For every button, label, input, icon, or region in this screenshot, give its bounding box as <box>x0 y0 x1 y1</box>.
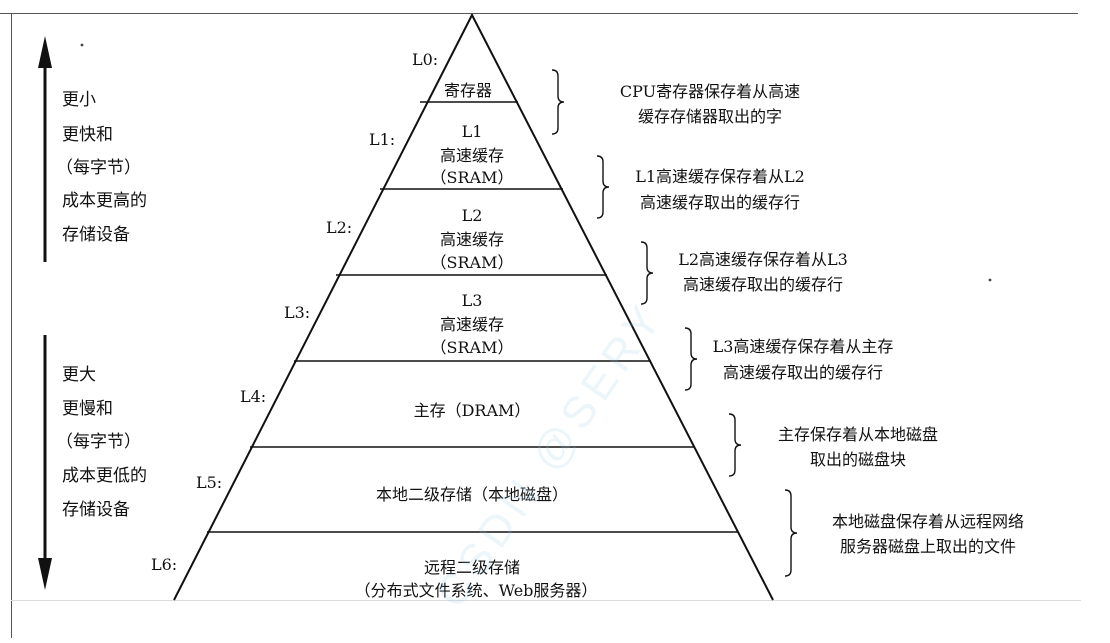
level-0-name: 寄存器 <box>444 81 492 100</box>
axis-top-label-3: 成本更高的 <box>62 191 147 211</box>
level-6-name: 远程二级存储 <box>424 558 520 577</box>
level-2-desc-line2: 高速缓存取出的缓存行 <box>683 275 843 294</box>
pyramid <box>173 12 774 601</box>
level-3-title: L3 <box>462 291 483 310</box>
level-1-title: L1 <box>462 122 483 141</box>
level-1-desc-line1: L1高速缓存保存着从L2 <box>635 167 805 186</box>
up-arrow-head <box>38 36 52 68</box>
axis-bottom-label-1: 更慢和 <box>62 398 113 419</box>
axis-arrows <box>38 36 992 590</box>
brace-3 <box>684 327 698 391</box>
level-2-desc-line1: L2高速缓存保存着从L3 <box>678 250 848 269</box>
level-0-desc-line1: CPU寄存器保存着从高速 <box>620 82 800 101</box>
level-id-2: L2: <box>326 218 352 237</box>
axis-top-label-4: 存储设备 <box>62 225 130 245</box>
level-3-desc-line1: L3高速缓存保存着从主存 <box>713 337 894 356</box>
level-contents: 寄存器 L1 高速缓存 （SRAM） L2 高速缓存 （SRAM） L3 高速缓… <box>355 81 598 600</box>
level-id-0: L0: <box>412 50 438 69</box>
pyramid-outline <box>173 12 774 601</box>
level-5-desc-line1: 本地磁盘保存着从远程网络 <box>832 512 1024 531</box>
braces <box>551 69 798 577</box>
level-5-name: 本地二级存储（本地磁盘） <box>376 485 568 504</box>
level-2-type: 高速缓存 <box>440 230 504 249</box>
frame-bottom-border <box>11 600 1081 601</box>
speck-dot <box>988 278 992 282</box>
level-1-type: 高速缓存 <box>440 146 504 165</box>
level-3-desc-line2: 高速缓存取出的缓存行 <box>723 363 883 382</box>
axis-bottom-label-0: 更大 <box>62 365 96 385</box>
axis-top-label-0: 更小 <box>62 90 96 110</box>
axis-labels: 更小 更快和 （每字节） 成本更高的 存储设备 更大 更慢和 （每字节） 成本更… <box>56 90 147 520</box>
axis-top-label-2: （每字节） <box>56 158 141 178</box>
level-2-tech: （SRAM） <box>431 253 514 272</box>
level-4-desc-line2: 取出的磁盘块 <box>810 450 906 469</box>
brace-2 <box>640 241 654 305</box>
level-id-4: L4: <box>240 387 266 406</box>
level-id-5: L5: <box>196 473 222 492</box>
level-0-desc-line2: 缓存存储器取出的字 <box>638 107 782 126</box>
axis-bottom-label-2: （每字节） <box>56 432 141 452</box>
level-id-1: L1: <box>369 130 395 149</box>
speck-dot <box>80 43 84 47</box>
level-4-name: 主存（DRAM） <box>414 401 531 420</box>
down-arrow-head <box>38 558 52 590</box>
level-5-desc-line2: 服务器磁盘上取出的文件 <box>840 537 1016 556</box>
level-id-3: L3: <box>284 303 310 322</box>
level-6-detail: （分布式文件系统、Web服务器） <box>355 581 598 600</box>
axis-bottom-label-3: 成本更低的 <box>62 466 147 486</box>
axis-bottom-label-4: 存储设备 <box>62 500 130 520</box>
level-2-title: L2 <box>462 206 483 225</box>
level-3-type: 高速缓存 <box>440 315 504 334</box>
level-3-tech: （SRAM） <box>431 338 514 357</box>
frame-left-border <box>11 13 12 638</box>
level-descriptions: CPU寄存器保存着从高速 缓存存储器取出的字 L1高速缓存保存着从L2 高速缓存… <box>620 82 1024 556</box>
brace-0 <box>551 69 565 135</box>
level-ids: L0: L1: L2: L3: L4: L5: L6: <box>151 50 438 574</box>
frame-top-border <box>0 13 1078 14</box>
brace-1 <box>596 155 610 219</box>
brace-4 <box>728 413 742 477</box>
level-4-desc-line1: 主存保存着从本地磁盘 <box>778 425 938 444</box>
level-1-tech: （SRAM） <box>431 168 514 187</box>
level-id-6: L6: <box>151 555 177 574</box>
level-1-desc-line2: 高速缓存取出的缓存行 <box>640 193 800 212</box>
brace-5 <box>784 489 798 577</box>
axis-top-label-1: 更快和 <box>62 125 113 145</box>
